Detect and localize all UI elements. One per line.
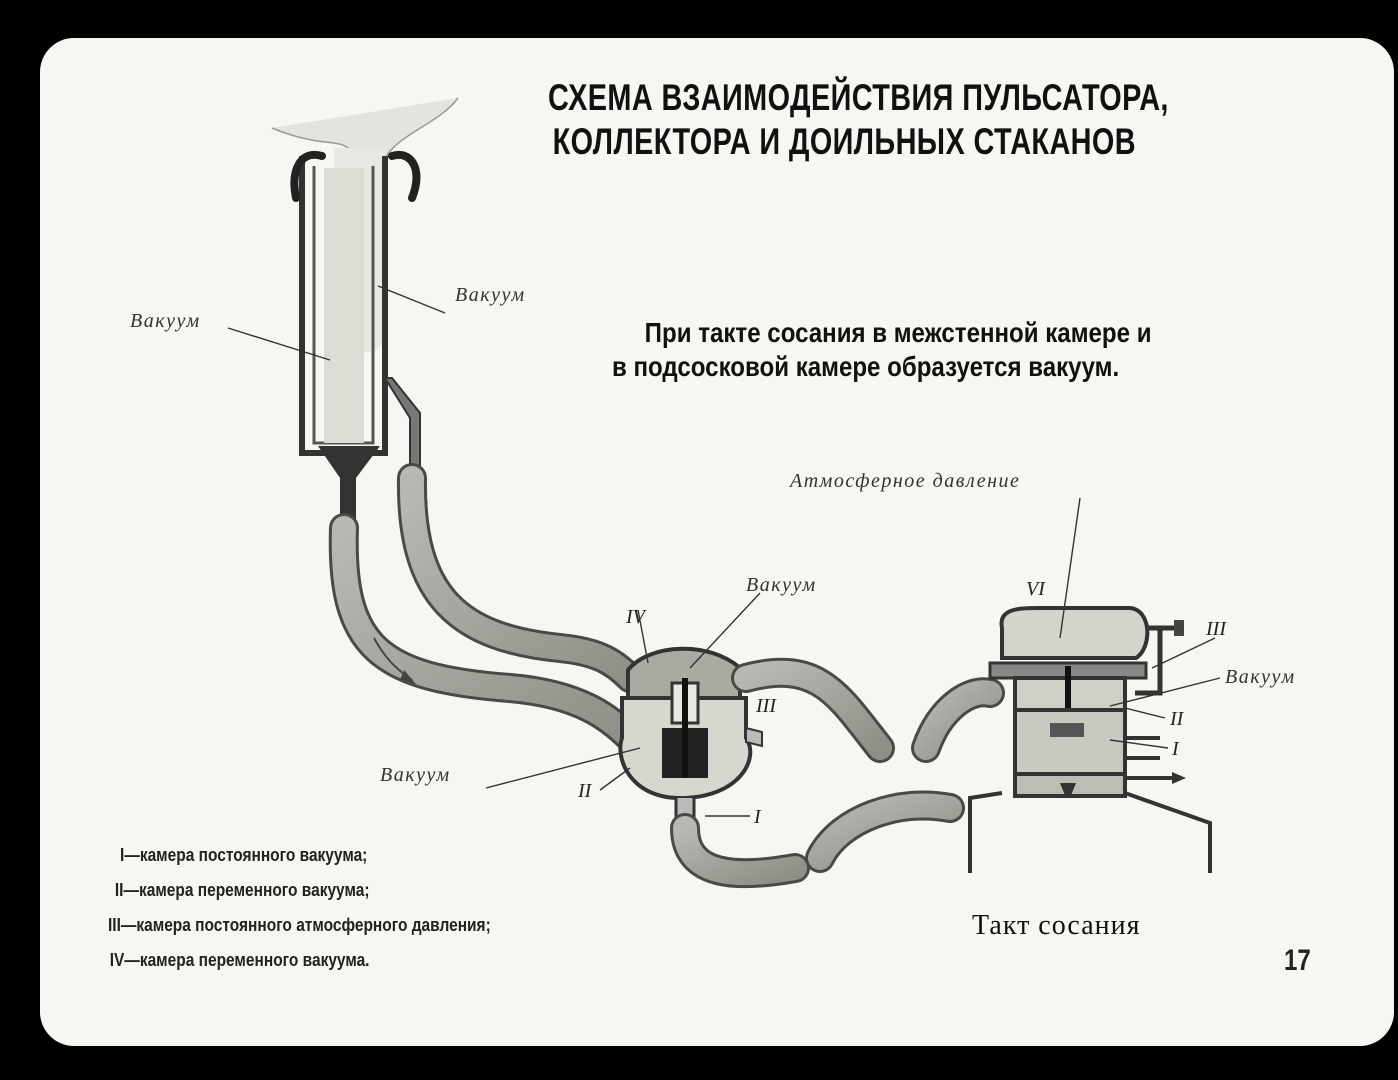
slide-title: СХЕМА ВЗАИМОДЕЙСТВИЯ ПУЛЬСАТОРА, КОЛЛЕКТ… (548, 76, 1169, 164)
title-line-2: КОЛЛЕКТОРА И ДОИЛЬНЫХ СТАКАНОВ (552, 121, 1136, 162)
caption-line-1: При такте сосания в межстенной камере и (644, 317, 1152, 348)
collector-chamber-IV: IV (626, 606, 645, 628)
milking-system-diagram (227, 97, 1221, 889)
label-atmospheric-pressure: Атмосферное давление (790, 470, 1021, 492)
pulsator-chamber-III: III (1206, 618, 1226, 640)
caption-line-2: в подсосковой камере образуется вакуум. (612, 351, 1120, 382)
collector (618, 646, 763, 830)
collector-outlet-hose (670, 813, 810, 889)
slide: СХЕМА ВЗАИМОДЕЙСТВИЯ ПУЛЬСАТОРА, КОЛЛЕКТ… (40, 38, 1394, 1046)
pulsator-chamber-VI: VI (1026, 578, 1045, 600)
pulsator-chamber-II: II (1170, 708, 1184, 730)
legend-item-II: II—камера переменного вакуума; (114, 880, 370, 900)
leader-lines (227, 285, 1221, 817)
legend-item-IV: IV—камера переменного вакуума. (109, 950, 370, 970)
teat-cup (290, 150, 421, 523)
collector-chamber-II: II (578, 780, 592, 802)
label-vacuum-collector-bottom: Вакуум (380, 764, 451, 786)
connecting-hose (731, 657, 1005, 873)
label-vacuum-collector-top: Вакуум (746, 574, 817, 596)
pulse-hose (396, 463, 645, 693)
title-line-1: СХЕМА ВЗАИМОДЕЙСТВИЯ ПУЛЬСАТОРА, (548, 77, 1169, 118)
caption: При такте сосания в межстенной камере и … (612, 316, 1152, 384)
pulsator-chamber-I: I (1172, 738, 1179, 760)
label-vacuum-cup: Вакуум (455, 284, 526, 306)
label-vacuum-left: Вакуум (130, 310, 201, 332)
pulsator (968, 606, 1212, 873)
phase-label: Такт сосания (972, 910, 1141, 941)
legend-item-III: III—камера постоянного атмосферного давл… (108, 915, 491, 935)
milk-hose (328, 513, 645, 753)
label-vacuum-pulsator: Вакуум (1225, 666, 1296, 688)
collector-chamber-I: I (754, 806, 761, 828)
collector-chamber-III: III (756, 695, 776, 717)
legend-item-I: I—камера постоянного вакуума; (120, 845, 368, 865)
page-number: 17 (1284, 944, 1311, 977)
chamber-legend: I—камера постоянного вакуума; II—камера … (108, 838, 491, 978)
